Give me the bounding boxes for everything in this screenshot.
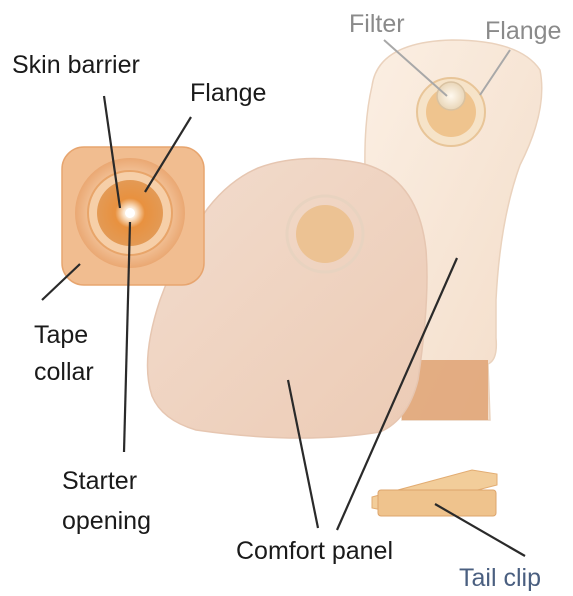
filter-disc xyxy=(437,82,465,110)
label-flange-left: Flange xyxy=(190,78,266,108)
label-comfort-panel: Comfort panel xyxy=(236,536,393,566)
label-collar: collar xyxy=(34,357,94,387)
label-tail-clip: Tail clip xyxy=(459,563,541,593)
label-skin-barrier: Skin barrier xyxy=(12,50,140,80)
skin-barrier-wafer xyxy=(62,147,204,285)
tail-clip xyxy=(372,470,497,516)
label-filter: Filter xyxy=(349,9,405,39)
label-tape: Tape xyxy=(34,320,88,350)
label-flange-right: Flange xyxy=(485,16,561,46)
pouch-window xyxy=(296,205,354,263)
label-starter: Starter xyxy=(62,466,137,496)
label-opening: opening xyxy=(62,506,151,536)
starter-hole xyxy=(125,208,135,218)
